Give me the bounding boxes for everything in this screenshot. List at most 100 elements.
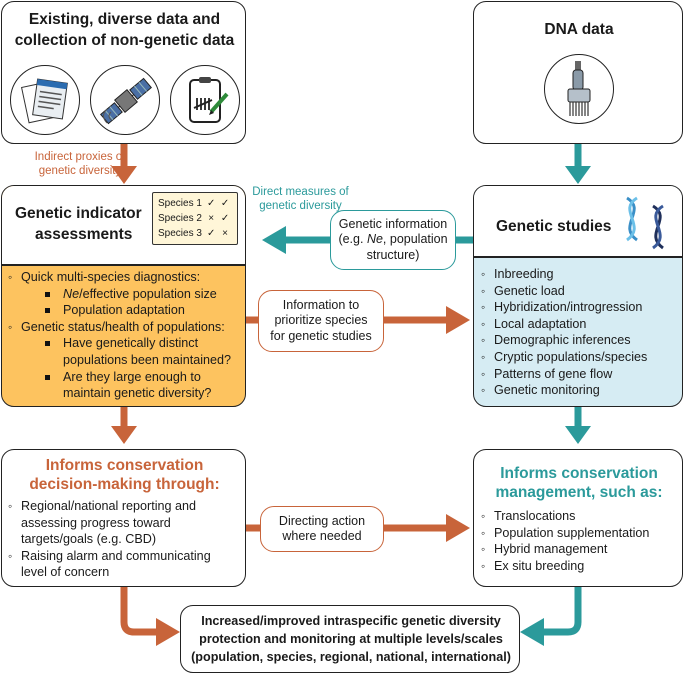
documents-icon <box>10 65 80 135</box>
genetic-info-post: , population <box>382 232 448 247</box>
gia-divider <box>2 264 245 266</box>
genetic-info-line3: structure) <box>366 247 420 262</box>
dna-helix-icon <box>621 194 677 257</box>
prioritize-line2: prioritize species <box>274 313 368 328</box>
management-title-line2: management, such as: <box>495 484 663 501</box>
prioritize-line1: Information to <box>282 297 360 312</box>
genetic-study-item: Cryptic populations/species <box>480 349 680 366</box>
management-box: Informs conservation management, such as… <box>473 449 683 587</box>
legend-species: Species 1 <box>158 198 202 209</box>
management-item: Hybrid management <box>480 541 680 558</box>
decision-bullets: Regional/national reporting and assessin… <box>7 498 245 581</box>
indirect-note-line1: Indirect proxies of <box>34 151 126 163</box>
gia-sub-adaptation: Population adaptation <box>43 302 245 319</box>
gia-sub-adaptation-text: Population adaptation <box>63 303 185 318</box>
dna-data-title: DNA data <box>544 21 614 38</box>
existing-data-title: Existing, diverse data and collection of… <box>2 9 245 51</box>
legend-mark: ✓ <box>206 198 216 209</box>
gia-sub-ne: Ne/effective population size <box>43 286 245 303</box>
management-title-line1: Informs conservation <box>500 465 658 482</box>
genetic-study-item: Demographic inferences <box>480 332 680 349</box>
legend-species: Species 2 <box>158 213 202 224</box>
gia-title-line2: assessments <box>35 226 133 243</box>
genetic-studies-box: Genetic studies InbreedingGenetic loadHy… <box>473 185 683 407</box>
prioritize-line3: for genetic studies <box>270 328 372 343</box>
legend-row-2: Species 2 × ✓ <box>158 211 232 226</box>
management-item: Ex situ breeding <box>480 558 680 575</box>
arrow-gia-to-decision <box>111 406 137 444</box>
studies-divider <box>474 256 682 258</box>
existing-title-line1: Existing, diverse data and <box>28 11 221 28</box>
genetic-study-item: Hybridization/introgression <box>480 299 680 316</box>
legend-mark: ✓ <box>220 213 230 224</box>
gia-bullet-2: Genetic status/health of populations: Ha… <box>7 319 245 402</box>
existing-title-line2: collection of non-genetic data <box>14 32 235 49</box>
genetic-info-pre: (e.g. <box>338 232 367 247</box>
direct-measures-note: Direct measures of genetic diversity <box>248 185 353 213</box>
legend-mark: × <box>208 213 215 224</box>
decision-b2-line2: level of concern <box>21 565 110 580</box>
gia-sub-distinct-line1: Have genetically distinct <box>63 336 199 351</box>
management-list: TranslocationsPopulation supplementation… <box>480 508 680 574</box>
arrow-dna-to-studies <box>565 143 591 184</box>
gia-sub-large-line1: Are they large enough to <box>63 369 201 384</box>
decision-b1-line3: targets/goals (e.g. CBD) <box>21 532 157 547</box>
pipette-icon <box>544 54 614 124</box>
management-title: Informs conservation management, such as… <box>474 464 682 502</box>
decision-title: Informs conservation decision-making thr… <box>2 456 245 494</box>
studies-header <box>474 186 682 256</box>
genetic-study-item: Local adaptation <box>480 316 680 333</box>
management-item: Translocations <box>480 508 680 525</box>
gia-bullet-1: Quick multi-species diagnostics: Ne/effe… <box>7 269 245 319</box>
dna-data-box: DNA data <box>473 1 683 144</box>
direct-note-line1: Direct measures of <box>252 186 349 198</box>
genetic-study-item: Genetic monitoring <box>480 382 680 399</box>
indirect-note-line2: genetic diversity <box>38 165 122 177</box>
genetic-study-item: Patterns of gene flow <box>480 366 680 383</box>
clipboard-tally-icon <box>170 65 240 135</box>
legend-mark: ✓ <box>220 198 230 209</box>
genetic-info-line2: (e.g. Ne, population <box>338 232 447 248</box>
genetic-indicator-box: Genetic indicator assessments Species 1 ✓… <box>1 185 246 407</box>
legend-row-1: Species 1 ✓ ✓ <box>158 196 232 211</box>
decision-b1-line1: Regional/national reporting and <box>21 499 197 513</box>
legend-row-3: Species 3✓× <box>158 226 232 241</box>
decision-bullet-2: Raising alarm and communicating level of… <box>7 548 245 581</box>
genetic-studies-title: Genetic studies <box>496 218 612 235</box>
decision-title-line2: decision-making through: <box>29 476 220 493</box>
gia-bullet-1-text: Quick multi-species diagnostics: <box>21 270 201 284</box>
legend-species: Species 3 <box>158 228 202 239</box>
decision-b1-line2: assessing progress toward <box>21 515 171 530</box>
directing-line1: Directing action <box>278 513 366 528</box>
outcome-line3: (population, species, regional, national… <box>191 650 511 664</box>
gia-title-line1: Genetic indicator <box>15 205 142 222</box>
existing-data-box: Existing, diverse data and collection of… <box>1 1 246 144</box>
genetic-info-line1: Genetic information <box>338 216 448 231</box>
genetic-information-pill: Genetic information (e.g. Ne, population… <box>330 210 456 270</box>
gia-sub-large-line2: maintain genetic diversity? <box>63 386 212 401</box>
gia-sub-ne-text: /effective population size <box>79 286 217 301</box>
indirect-proxies-note: Indirect proxies of genetic diversity <box>0 150 160 178</box>
outcome-box: Increased/improved intraspecific genetic… <box>180 605 520 673</box>
satellite-icon <box>90 65 160 135</box>
gia-bullets: Quick multi-species diagnostics: Ne/effe… <box>7 269 245 402</box>
directing-action-pill: Directing action where needed <box>260 506 384 552</box>
gia-title: Genetic indicator assessments <box>15 203 142 245</box>
arrow-existing-to-gia <box>111 143 137 184</box>
arrow-decision-to-bottom <box>120 587 180 646</box>
genetic-studies-list: InbreedingGenetic loadHybridization/intr… <box>480 266 680 399</box>
outcome-text: Increased/improved intraspecific genetic… <box>181 612 519 666</box>
decision-title-line1: Informs conservation <box>45 457 204 474</box>
prioritize-pill: Information to prioritize species for ge… <box>258 290 384 352</box>
genetic-study-item: Inbreeding <box>480 266 680 283</box>
species-legend: Species 1 ✓ ✓ Species 2 × ✓ Species 3✓× <box>152 192 238 245</box>
management-item: Population supplementation <box>480 525 680 542</box>
gia-sub-distinct-line2: populations been maintained? <box>63 352 232 367</box>
arrow-studies-to-management <box>565 406 591 444</box>
decision-b2-line1: Raising alarm and communicating <box>21 548 211 563</box>
outcome-line1: Increased/improved intraspecific genetic… <box>201 614 501 628</box>
genetic-info-ne: Ne <box>366 232 383 247</box>
ne-italic: Ne <box>63 286 80 301</box>
decision-making-box: Informs conservation decision-making thr… <box>1 449 246 587</box>
